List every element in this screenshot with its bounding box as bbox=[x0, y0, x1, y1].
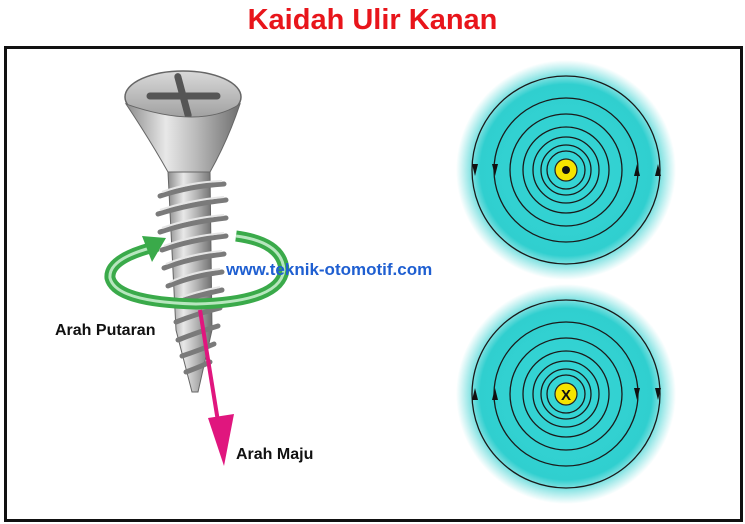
watermark-text: www.teknik-otomotif.com bbox=[226, 260, 433, 279]
magnetic-field-in: X bbox=[456, 284, 676, 504]
page-title: Kaidah Ulir Kanan bbox=[247, 4, 498, 36]
conductor-in-symbol bbox=[554, 382, 578, 406]
down-arrow-icon bbox=[198, 309, 234, 466]
magnetic-field-out bbox=[456, 60, 676, 280]
conductor-in-label: X bbox=[561, 387, 571, 404]
curved-arrow-icon bbox=[104, 230, 290, 310]
screw-icon bbox=[124, 70, 242, 393]
rotation-label: Arah Putaran bbox=[55, 322, 156, 339]
forward-label: Arah Maju bbox=[236, 446, 314, 463]
